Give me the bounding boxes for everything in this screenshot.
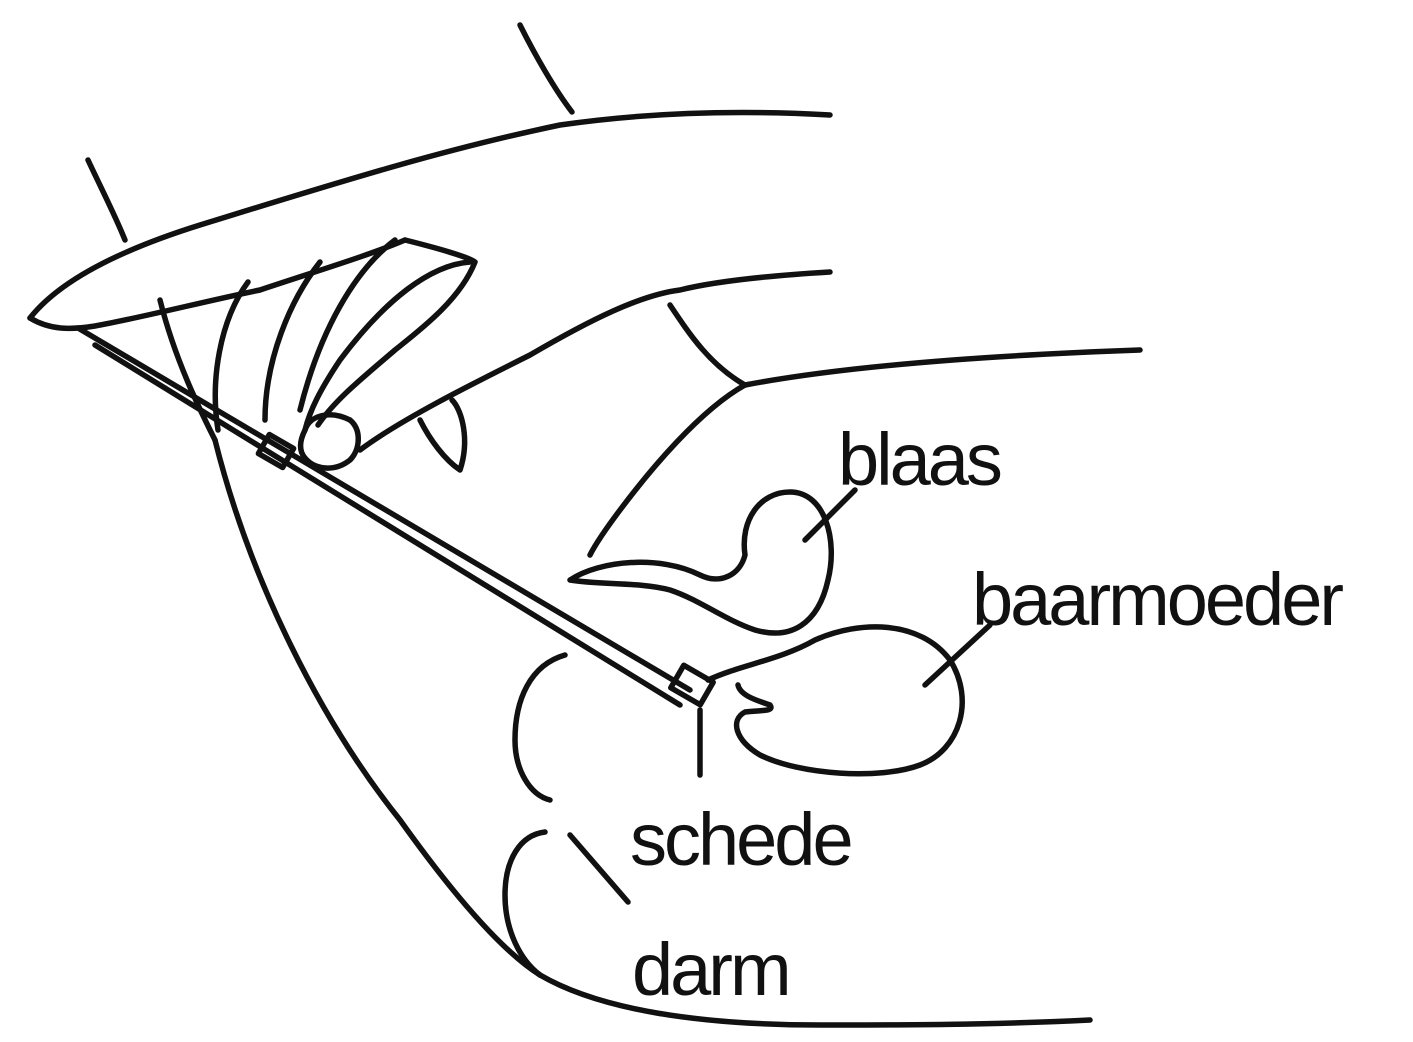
upper-body-crease xyxy=(520,25,572,112)
vagina-outline xyxy=(515,655,565,800)
hand-fingertip xyxy=(300,415,358,468)
instrument-rod xyxy=(78,328,690,705)
upper-body-outline xyxy=(30,112,830,318)
hand-finger-outline xyxy=(30,240,405,328)
hand-finger-4 xyxy=(305,262,470,430)
leader-bowel xyxy=(570,835,628,902)
label-uterus: baarmoeder xyxy=(972,558,1343,641)
thigh-crease xyxy=(88,160,125,240)
pelvic-wall xyxy=(590,385,745,555)
hand-knuckle-lines xyxy=(160,300,215,440)
bladder-outline xyxy=(570,492,831,633)
uterus-outline xyxy=(708,627,962,774)
label-bladder: blaas xyxy=(838,418,1001,501)
hand-fold xyxy=(670,305,745,385)
label-bowel: darm xyxy=(632,928,789,1011)
hand-palm-lower xyxy=(360,272,830,450)
hand-finger-1 xyxy=(215,282,248,430)
abdomen-outline xyxy=(745,350,1140,385)
label-vagina: schede xyxy=(630,798,851,881)
